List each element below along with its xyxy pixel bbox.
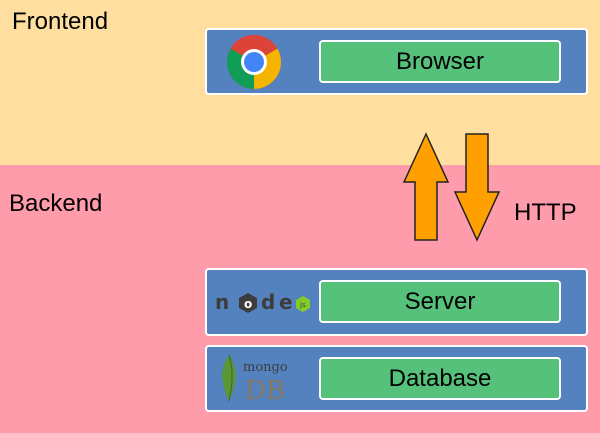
- arrow-down-icon: [453, 133, 501, 242]
- mongo-word: mongo: [243, 360, 288, 375]
- node-letter-e: e: [279, 290, 293, 314]
- node-letter-n: n: [215, 290, 229, 314]
- browser-pill: Browser: [319, 40, 561, 83]
- server-component: n o d e js Server: [205, 268, 588, 336]
- mongodb-logo-icon: mongo DB: [222, 354, 288, 405]
- svg-text:js: js: [299, 301, 306, 309]
- http-arrows: [402, 132, 501, 242]
- server-pill: Server: [319, 280, 561, 323]
- db-word: DB: [245, 376, 285, 405]
- nodejs-logo-icon: n o d e js: [215, 290, 310, 314]
- backend-label: Backend: [9, 190, 103, 217]
- database-pill: Database: [319, 357, 561, 400]
- frontend-label: Frontend: [12, 8, 109, 35]
- browser-component: Browser: [205, 28, 588, 95]
- node-letter-d: d: [261, 290, 275, 314]
- database-component: mongo DB Database: [205, 345, 588, 412]
- node-letter-o: o: [244, 297, 252, 311]
- http-label: HTTP: [514, 199, 577, 226]
- arrow-up-icon: [402, 132, 450, 241]
- chrome-logo-icon: [226, 34, 282, 90]
